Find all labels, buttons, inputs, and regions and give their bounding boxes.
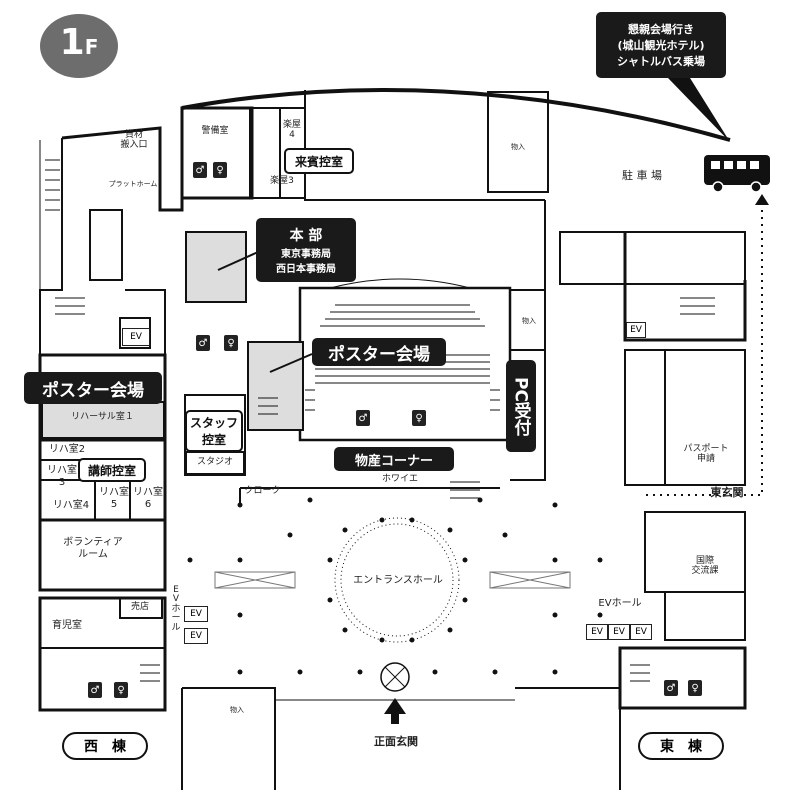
pc-reception-callout: PC受付 — [506, 360, 536, 452]
bussan-corner-callout: 物産コーナー — [334, 447, 454, 471]
platform-label: プラットホーム — [108, 180, 158, 188]
honbu-line-1: 東京事務局 — [281, 249, 331, 260]
staff-line-1: スタッフ — [189, 416, 238, 430]
floor-number: 1 — [59, 22, 85, 63]
staff-room-callout: スタッフ 控室 — [185, 410, 243, 452]
honbu-callout: 本 部 東京事務局 西日本事務局 — [256, 218, 356, 282]
bus-icon — [704, 155, 770, 193]
guest-room-label: 来賓控室 — [294, 154, 343, 169]
elevator-west-upper: EV — [122, 328, 150, 346]
poster-venue-west-label: ポスター会場 — [42, 380, 144, 401]
main-entrance-label: 正面玄関 — [374, 735, 418, 748]
elevator-west-1: EV — [184, 606, 208, 622]
passport-label: パスポート申請 — [683, 444, 729, 465]
toilet-icon: ♂ — [356, 410, 370, 426]
monoire-bottom-label: 物入 — [230, 706, 244, 714]
toilet-icon: ♂ — [88, 682, 102, 698]
foyer-label: ホワイエ — [382, 474, 418, 484]
east-entrance-label: 東玄関 — [710, 486, 744, 499]
honbu-line-2: 西日本事務局 — [276, 264, 336, 275]
poster-venue-west-callout: ポスター会場 — [24, 372, 162, 404]
shuttle-line-3: シャトルバス乗場 — [617, 55, 705, 68]
bussan-corner-label: 物産コーナー — [354, 453, 433, 469]
honbu-title: 本 部 — [289, 228, 323, 244]
toilet-icon: ♀ — [114, 682, 128, 698]
lecturer-room-label: 講師控室 — [87, 463, 136, 478]
elevator-west-2: EV — [184, 628, 208, 644]
elevator-east-3: EV — [630, 624, 652, 640]
toilet-icon: ♂ — [193, 162, 207, 178]
elevator-east-upper: EV — [626, 322, 646, 338]
riha2-label: リハ室2 — [48, 444, 86, 455]
floor-badge: 1 F — [40, 14, 118, 78]
keibi-label: 警備室 — [201, 126, 229, 136]
toilet-icon: ♀ — [688, 680, 702, 696]
toilet-icon: ♀ — [412, 410, 426, 426]
rehearsal-room-1-label: リハーサル室１ — [71, 412, 134, 422]
monoire-pc-label: 物入 — [522, 317, 536, 325]
floor-suffix: F — [84, 35, 99, 59]
lecturer-room-callout: 講師控室 — [78, 458, 146, 482]
cloak-label: クローク — [244, 486, 281, 496]
poster-venue-label: ポスター会場 — [328, 344, 430, 365]
entrance-hall-label: エントランスホール — [353, 575, 443, 586]
toilet-icon: ♀ — [224, 335, 238, 351]
parking-label: 駐 車 場 — [622, 169, 662, 182]
guest-room-callout: 来賓控室 — [284, 148, 354, 174]
shuttle-line-2: (城山観光ホテル) — [617, 39, 705, 52]
shuttle-bus-callout: 懇親会場行き (城山観光ホテル) シャトルバス乗場 — [596, 12, 726, 78]
poster-venue-callout: ポスター会場 — [312, 338, 446, 366]
toilet-icon: ♀ — [213, 162, 227, 178]
volunteer-room-label: ボランティアルーム — [63, 537, 123, 560]
ev-hall-east-label: EVホール — [598, 598, 642, 609]
toilet-icon: ♂ — [196, 335, 210, 351]
riha4-label: リハ室4 — [52, 500, 90, 511]
shizai-label: 資材搬入口 — [120, 130, 148, 151]
pc-reception-label: PC受付 — [510, 376, 531, 436]
monoire-top-label: 物入 — [511, 143, 525, 151]
elevator-east-2: EV — [608, 624, 630, 640]
elevator-east-1: EV — [586, 624, 608, 640]
kokusai-label: 国際交流課 — [691, 556, 719, 577]
shuttle-line-1: 懇親会場行き — [628, 23, 694, 36]
staff-line-2: 控室 — [201, 433, 226, 447]
east-building-label: 東 棟 — [638, 732, 724, 760]
studio-label: スタジオ — [196, 457, 233, 467]
kiosk-label: 売店 — [130, 602, 149, 612]
gakuya3-label: 楽屋3 — [270, 176, 294, 186]
nursery-label: 育児室 — [52, 620, 82, 631]
toilet-icon: ♂ — [664, 680, 678, 696]
west-building-label: 西 棟 — [62, 732, 148, 760]
